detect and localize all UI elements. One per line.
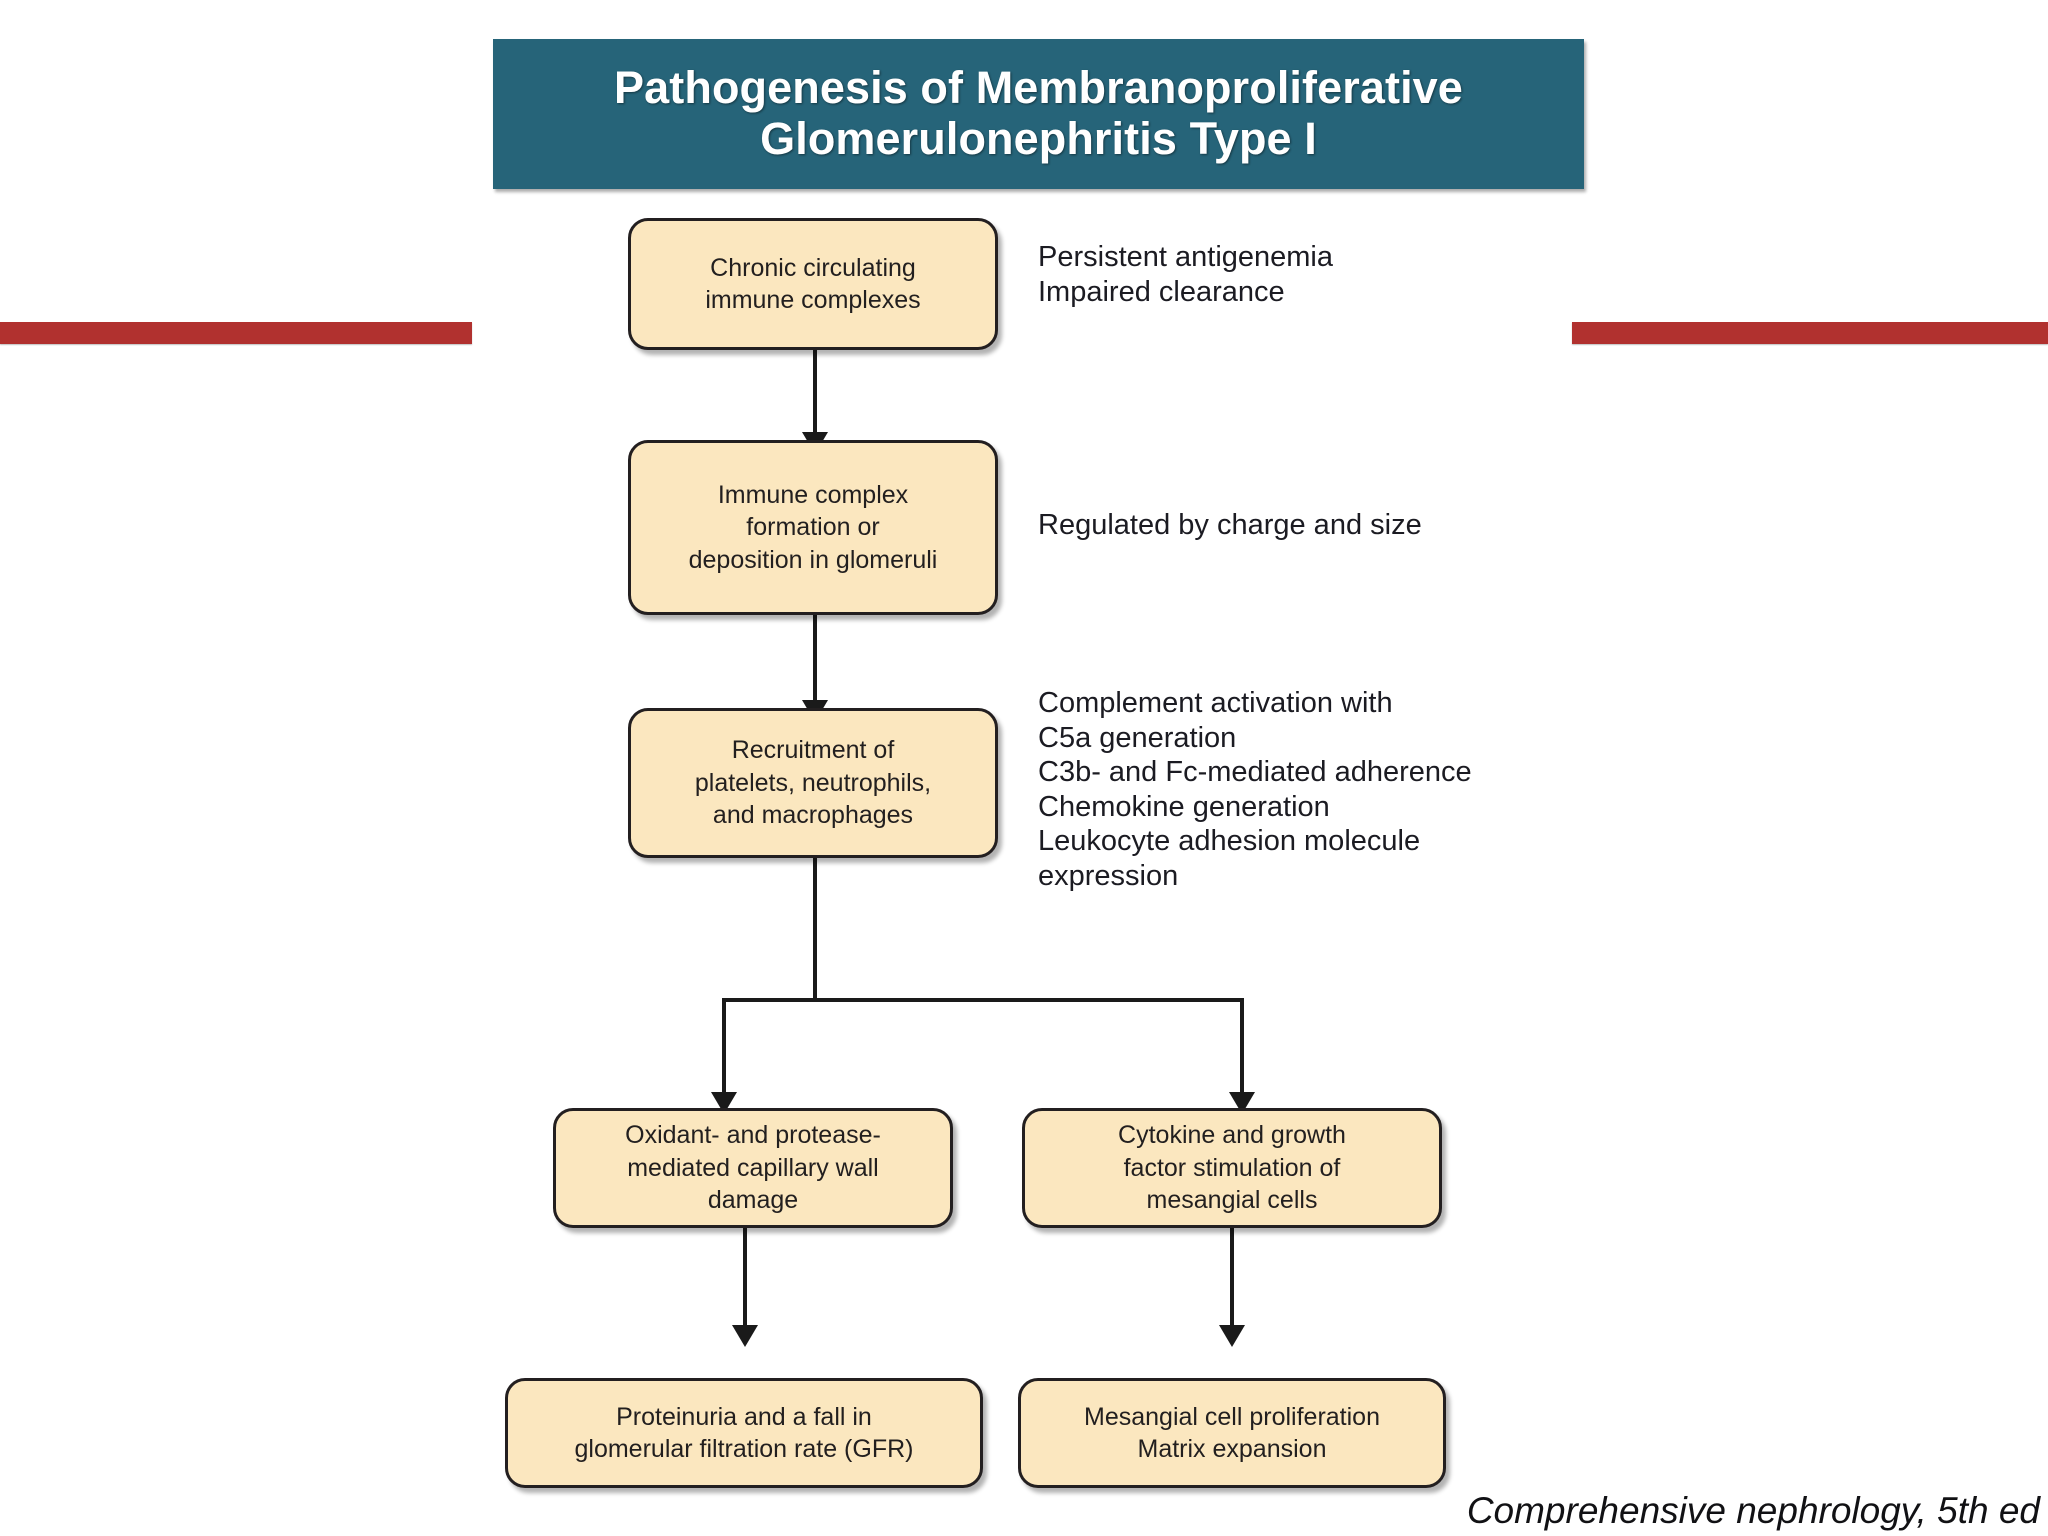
node-label: Proteinuria and a fall in glomerular fil… [574,1402,914,1464]
title-line-1: Pathogenesis of Membranoproliferative [614,62,1463,114]
annotation-antigenemia: Persistent antigenemia Impaired clearanc… [1038,241,1333,308]
node-label: Mesangial cell proliferation Matrix expa… [1084,1402,1380,1464]
connector-3-trunk [813,855,817,1001]
connector-2-to-3 [813,612,817,704]
node-mesangial-proliferation-matrix-expansion[interactable]: Mesangial cell proliferation Matrix expa… [1018,1378,1446,1488]
connector-branch-right [1240,998,1244,1103]
node-proteinuria-gfr-fall[interactable]: Proteinuria and a fall in glomerular fil… [505,1378,983,1488]
source-citation: Comprehensive nephrology, 5th ed [1466,1490,2040,1531]
node-label: Oxidant- and protease- mediated capillar… [625,1121,881,1215]
decorative-rule-right [1572,322,2048,344]
node-cytokine-growth-factor-stimulation[interactable]: Cytokine and growth factor stimulation o… [1022,1108,1442,1228]
title-banner: Pathogenesis of Membranoproliferative Gl… [493,39,1584,189]
node-label: Immune complex formation or deposition i… [688,480,938,574]
annotation-charge-size: Regulated by charge and size [1038,509,1422,541]
connector-5-to-7 [1230,1225,1234,1335]
node-immune-complex-formation-deposition[interactable]: Immune complex formation or deposition i… [628,440,998,615]
arrowhead-4-to-6 [732,1325,758,1347]
node-label: Recruitment of platelets, neutrophils, a… [694,736,932,830]
node-recruitment-of-leukocytes[interactable]: Recruitment of platelets, neutrophils, a… [628,708,998,858]
connector-1-to-2 [813,347,817,435]
decorative-rule-left [0,322,472,344]
title-line-2: Glomerulonephritis Type I [760,113,1317,164]
annotation-complement: Complement activation with C5a generatio… [1038,687,1472,892]
node-label: Chronic circulating immune complexes [705,253,921,315]
connector-4-to-6 [743,1225,747,1335]
connector-split-bus [722,998,1244,1002]
node-chronic-circulating-immune-complexes[interactable]: Chronic circulating immune complexes [628,218,998,350]
node-label: Cytokine and growth factor stimulation o… [1118,1121,1346,1215]
connector-branch-left [722,998,726,1103]
node-oxidant-protease-capillary-wall-damage[interactable]: Oxidant- and protease- mediated capillar… [553,1108,953,1228]
arrowhead-5-to-7 [1219,1325,1245,1347]
